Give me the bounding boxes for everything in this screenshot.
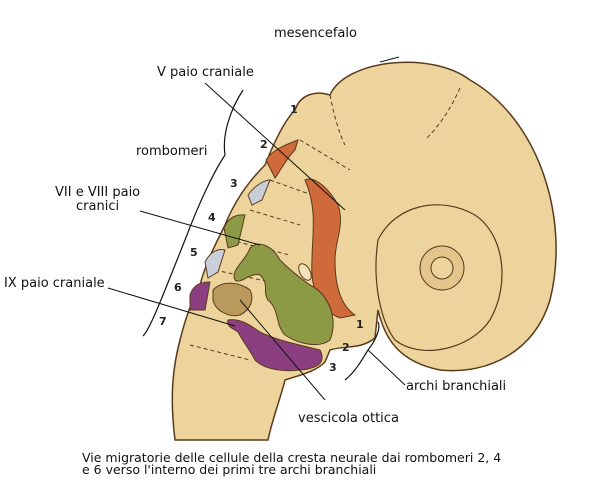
otic-vesicle: [212, 282, 253, 317]
rhombomere-5-grey: [204, 249, 226, 279]
rhombomere-3-grey: [247, 179, 271, 206]
rhombomere-number-6: 6: [174, 281, 182, 294]
label-ix-paio-craniale: IX paio craniale: [4, 276, 105, 291]
leader-mesencefalo: [379, 56, 400, 63]
arch-number-3: 3: [329, 361, 337, 374]
label-archi-branchiali: archi branchiali: [406, 379, 507, 394]
label-v-paio-craniale: V paio craniale: [157, 65, 254, 80]
figure-caption: Vie migratorie delle cellule della crest…: [82, 450, 502, 477]
rhombomere-number-3: 3: [230, 177, 238, 190]
label-vii-viii-paio: VII e VIII paio cranici: [55, 186, 140, 214]
rhombomere-number-5: 5: [190, 246, 198, 259]
label-vescicola-ottica: vescicola ottica: [298, 411, 399, 426]
rhombomere-number-7: 7: [159, 315, 167, 328]
rhombomere-number-1: 1: [290, 103, 298, 116]
rhombomere-6-purple: [189, 281, 211, 311]
label-rombomeri: rombomeri: [136, 144, 208, 159]
v-nerve-stream: [304, 178, 357, 319]
segment-lines: [189, 87, 461, 361]
caption-line-2: e 6 verso l'interno dei primi tre archi …: [82, 462, 377, 477]
label-mesencefalo: mesencefalo: [274, 26, 357, 41]
pharyngeal-pouch: [298, 263, 312, 281]
leader-vii-viii: [139, 210, 261, 246]
leader-lines: [107, 56, 406, 401]
rhombomere-number-4: 4: [208, 211, 216, 224]
label-vii-viii-line1: VII e VIII paio: [55, 185, 141, 200]
leader-vescicola: [239, 299, 326, 401]
leader-v-paio: [204, 82, 346, 211]
arch-number-2: 2: [342, 341, 350, 354]
caption-line-1: Vie migratorie delle cellule della crest…: [82, 450, 502, 465]
rhombomere-number-2: 2: [260, 138, 268, 151]
optic-vesicle-inner: [430, 256, 454, 280]
leader-archi: [367, 349, 406, 386]
rhombomere-2-orange: [265, 139, 299, 179]
vii-viii-stream: [233, 243, 334, 346]
arch-number-1: 1: [356, 318, 364, 331]
rombomeri-bracket: [142, 89, 244, 337]
leader-ix: [107, 287, 236, 327]
rhombomere-4-green: [223, 214, 246, 249]
label-vii-viii-line2: cranici: [76, 199, 120, 214]
